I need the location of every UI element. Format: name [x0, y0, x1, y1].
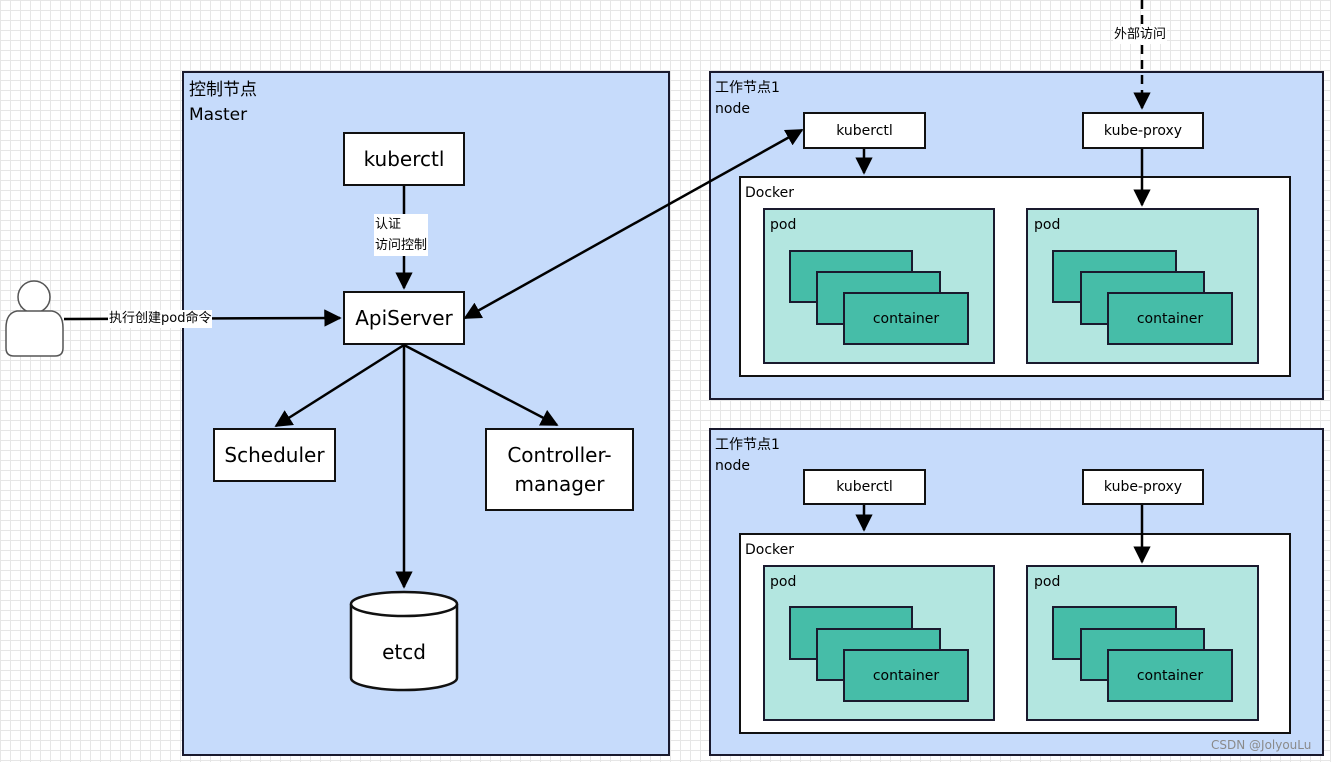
auth-label: 认证 访问控制	[374, 214, 429, 256]
container-box[interactable]: container	[1107, 292, 1233, 345]
docker-label: Docker	[745, 185, 795, 201]
etcd-label: etcd	[382, 640, 426, 664]
master-kuberctl-box[interactable]: kuberctl	[343, 132, 465, 186]
master-title: 控制节点 Master	[189, 78, 257, 128]
scheduler-box[interactable]: Scheduler	[213, 428, 336, 482]
container-box[interactable]: container	[843, 292, 969, 345]
container-label: container	[1136, 667, 1204, 684]
kube-proxy-label: kube-proxy	[1103, 479, 1183, 495]
user-action-label: 执行创建pod命令	[108, 310, 213, 328]
apiserver-label: ApiServer	[355, 305, 453, 330]
user-actor-icon	[5, 280, 64, 357]
auth-label-line1: 认证	[375, 217, 402, 232]
watermark: CSDN @JolyouLu	[1211, 738, 1312, 752]
container-box[interactable]: container	[843, 649, 969, 702]
docker-label: Docker	[745, 542, 795, 558]
scheduler-label: Scheduler	[224, 442, 325, 467]
auth-label-line2: 访问控制	[375, 238, 428, 253]
apiserver-box[interactable]: ApiServer	[343, 291, 465, 345]
node-kuberctl-label: kuberctl	[836, 122, 893, 139]
controller-manager-box[interactable]: Controller- manager	[485, 428, 634, 511]
controller-manager-label-line2: manager	[514, 471, 605, 496]
master-kuberctl-label: kuberctl	[363, 146, 445, 171]
pod-label: pod	[770, 574, 797, 590]
master-title-line1: 控制节点	[189, 80, 257, 100]
node-kuberctl-label: kuberctl	[836, 479, 893, 495]
pod-label: pod	[1034, 217, 1061, 233]
pod-label: pod	[1034, 574, 1061, 590]
container-label: container	[872, 310, 940, 327]
external-access-label: 外部访问	[1113, 26, 1168, 44]
node-kuberctl-box[interactable]: kuberctl	[803, 112, 926, 149]
node-kuberctl-box[interactable]: kuberctl	[803, 469, 926, 505]
container-label: container	[1136, 310, 1204, 327]
pod-label: pod	[770, 217, 797, 233]
kube-proxy-label: kube-proxy	[1103, 122, 1183, 139]
worker-node-title-line2: node	[715, 458, 750, 474]
container-box[interactable]: container	[1107, 649, 1233, 702]
worker-node-title-line1: 工作节点1	[715, 437, 780, 453]
worker-node-title-line1: 工作节点1	[715, 80, 780, 96]
worker-node-title-line2: node	[715, 101, 750, 117]
kube-proxy-box[interactable]: kube-proxy	[1082, 469, 1204, 505]
worker-node-title: 工作节点1 node	[715, 78, 780, 120]
etcd-cylinder[interactable]	[349, 590, 461, 694]
controller-manager-label-line1: Controller-	[507, 442, 612, 467]
kube-proxy-box[interactable]: kube-proxy	[1082, 112, 1204, 149]
container-label: container	[872, 667, 940, 684]
master-title-line2: Master	[189, 105, 248, 125]
worker-node-title: 工作节点1 node	[715, 435, 780, 477]
